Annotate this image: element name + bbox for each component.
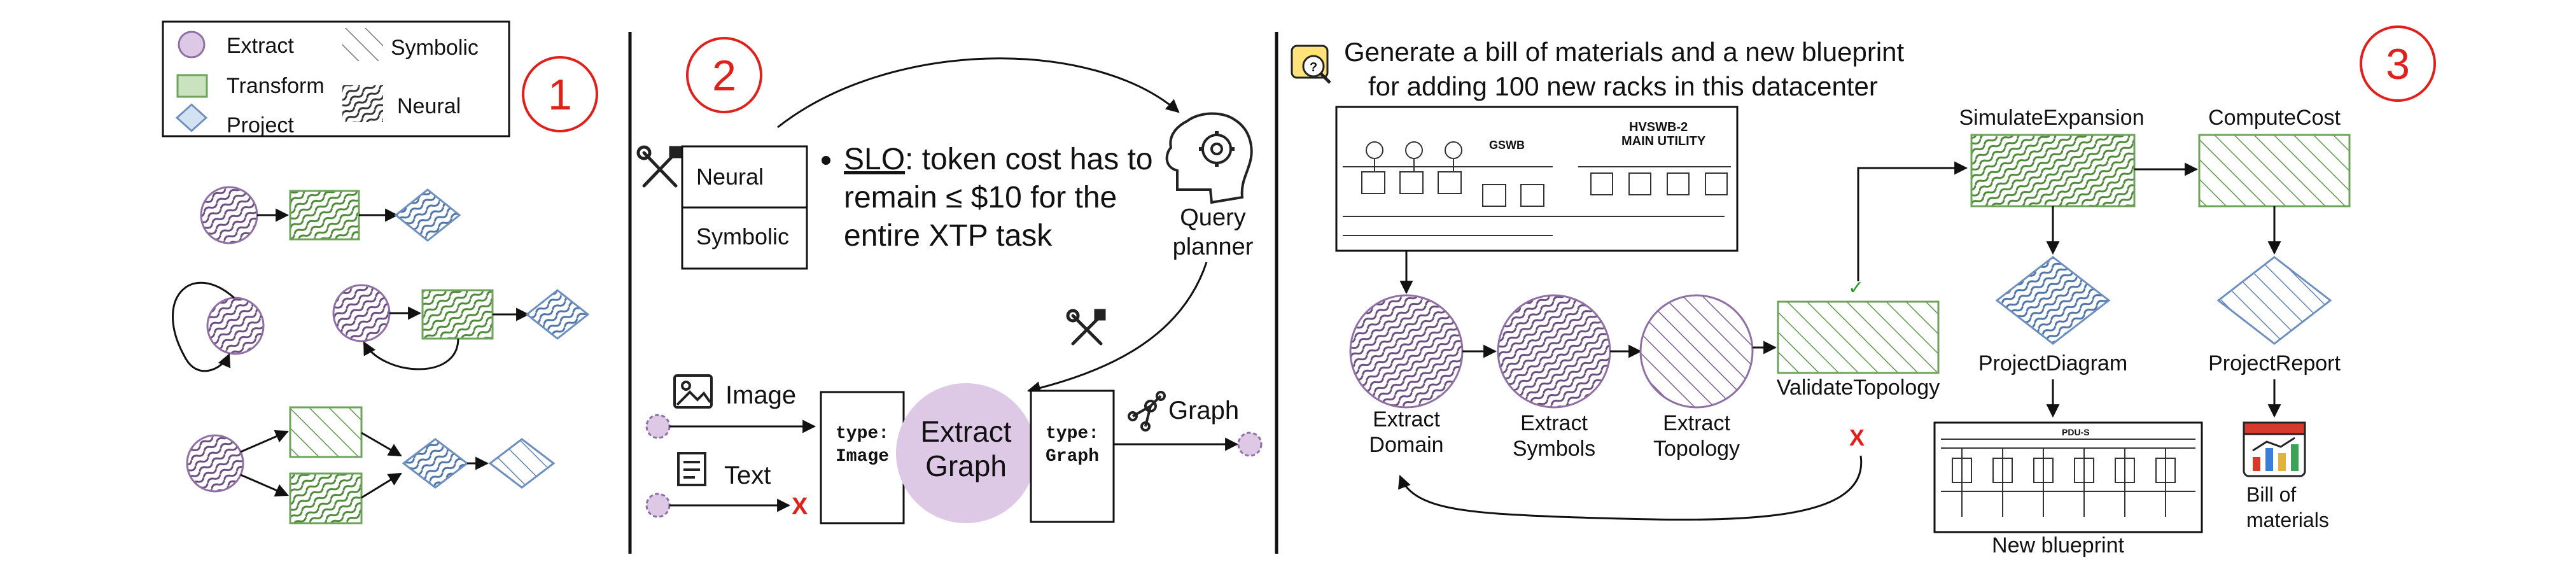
project-diagram-label: ProjectDiagram (1978, 351, 2127, 376)
legend-neural-swatch (342, 85, 383, 122)
datacenter-schematic (1335, 106, 1739, 252)
bom-label-1: Bill of (2246, 483, 2296, 506)
panel-number-2: 2 (712, 52, 736, 100)
legend-symbolic-label: Symbolic (391, 36, 479, 60)
tools-icon (636, 145, 682, 188)
input-type-value: Image (836, 447, 889, 467)
legend-transform-swatch (176, 74, 208, 98)
text-rejected-mark: X (792, 493, 808, 520)
validate-topology-node (1777, 300, 1940, 374)
planner-label-1: Query (1180, 204, 1245, 231)
extract-domain-label-2: Domain (1369, 433, 1443, 457)
input-text-label: Text (724, 461, 771, 489)
compute-cost-node (2198, 134, 2351, 207)
input-type-key: type: (836, 424, 889, 444)
pattern-linear (200, 186, 461, 244)
output-graph-label: Graph (1168, 397, 1239, 425)
extract-topology-label-1: Extract (1663, 411, 1730, 435)
mode-neural: Neural (696, 164, 764, 190)
execution-mode-box: Neural Symbolic (681, 145, 808, 270)
panel-number-1-circle (522, 56, 598, 132)
slo-line-1: : token cost has to (905, 143, 1153, 176)
schematic-label-hvswb: HVSWB-2 (1629, 120, 1688, 134)
validation-fail-mark: X (1849, 425, 1865, 451)
extract-symbols-label-1: Extract (1520, 411, 1588, 435)
schematic-label-gswb: GSWB (1489, 139, 1525, 151)
validate-topology-label: ValidateTopology (1777, 376, 1940, 400)
pattern-branch (186, 406, 556, 524)
output-type-value: Graph (1046, 447, 1099, 467)
panel-1: Extract Transform Project Symbolic Neura… (162, 20, 598, 524)
mode-symbolic: Symbolic (696, 223, 789, 249)
legend-extract-label: Extract (227, 34, 294, 58)
legend: Extract Transform Project Symbolic Neura… (162, 20, 510, 137)
legend-project-label: Project (227, 113, 294, 137)
schematic-label-utility: MAIN UTILITY (1621, 134, 1706, 148)
new-blueprint-label: New blueprint (1992, 533, 2124, 558)
input-type-box (820, 391, 905, 524)
planner-label-2: planner (1173, 234, 1254, 260)
input-image-label: Image (725, 381, 796, 409)
extract-domain-node (1349, 294, 1464, 409)
project-report-label: ProjectReport (2208, 351, 2341, 376)
pattern-feedback (332, 284, 590, 370)
tools-icon-2 (1066, 309, 1106, 346)
extract-topology-node (1639, 294, 1754, 409)
extract-symbols-node (1497, 294, 1611, 409)
legend-symbolic-swatch (342, 28, 383, 61)
simulate-expansion-node (1970, 134, 2136, 207)
slo-line-3: entire XTP task (844, 219, 1053, 253)
output-type-box (1030, 390, 1115, 523)
panel-3: ? Generate a bill of materials and a new… (1291, 25, 2436, 558)
validation-pass-mark: ✓ (1848, 277, 1864, 299)
query-line-1: Generate a bill of materials and a new b… (1344, 37, 1905, 67)
panel-number-3-circle (2360, 25, 2436, 102)
blueprint-pdu-label: PDU-S (2062, 427, 2090, 437)
bill-of-materials-icon (2243, 421, 2306, 477)
extract-domain-label-1: Extract (1373, 407, 1440, 432)
bom-label-2: materials (2246, 509, 2329, 531)
slo-prefix: SLO (844, 143, 905, 176)
compute-cost-label: ComputeCost (2208, 106, 2341, 130)
output-type-key: type: (1046, 424, 1099, 444)
extract-topology-label-2: Topology (1653, 437, 1740, 461)
panel-2: 2 Neural Symbolic SLO: token cost has to… (636, 37, 1263, 524)
simulate-label: SimulateExpansion (1959, 106, 2144, 130)
pattern-self-loop (172, 281, 265, 372)
query-planner-icon (1165, 112, 1253, 204)
operator-line-1: Extract (920, 415, 1011, 448)
legend-transform-label: Transform (227, 74, 325, 98)
extract-graph-operator (896, 383, 1036, 523)
svg-text:?: ? (1310, 60, 1317, 74)
panel-number-2-circle (686, 37, 762, 113)
legend-neural-label: Neural (397, 94, 461, 118)
text-icon (677, 452, 706, 486)
query-icon: ? (1291, 45, 1331, 84)
extract-symbols-label-2: Symbols (1513, 437, 1595, 461)
slo-text: SLO: token cost has to remain ≤ $10 for … (822, 143, 1153, 253)
project-report-node (2216, 256, 2332, 345)
slo-line-2: remain ≤ $10 for the (844, 181, 1117, 214)
legend-project-swatch (175, 103, 208, 132)
operator-line-2: Graph (925, 449, 1007, 482)
svg-text:SLO: token cost has to: SLO: token cost has to (844, 143, 1153, 176)
query-line-2: for adding 100 new racks in this datacen… (1368, 71, 1878, 101)
new-blueprint-schematic (1933, 421, 2203, 533)
project-diagram-node (1995, 256, 2111, 345)
image-icon (673, 374, 713, 409)
graph-icon (1128, 391, 1166, 432)
panel-number-3: 3 (2386, 40, 2410, 88)
legend-extract-swatch (178, 31, 206, 59)
panel-number-1: 1 (548, 71, 572, 119)
